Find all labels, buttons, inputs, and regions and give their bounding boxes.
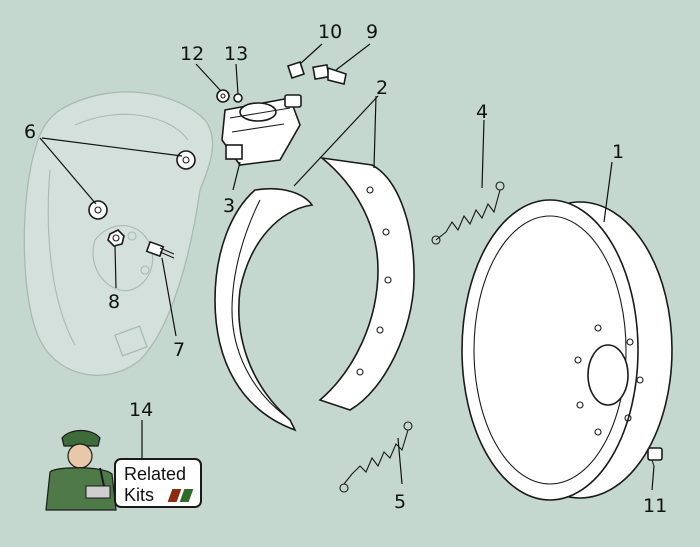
callout-2[interactable]: 2 bbox=[376, 77, 388, 99]
kits-stripe-green bbox=[179, 489, 194, 502]
callout-1[interactable]: 1 bbox=[612, 141, 624, 163]
bleed-screw bbox=[312, 63, 347, 85]
related-kits-button[interactable]: Related Kits bbox=[114, 458, 202, 508]
return-spring-upper bbox=[431, 181, 505, 245]
callout-12[interactable]: 12 bbox=[180, 43, 204, 65]
callout-6[interactable]: 6 bbox=[24, 121, 36, 143]
callout-8[interactable]: 8 bbox=[108, 291, 120, 313]
related-kits-line2: Kits bbox=[124, 485, 155, 505]
callout-7[interactable]: 7 bbox=[173, 339, 185, 361]
bleed-cap bbox=[286, 60, 306, 80]
mechanic-mascot bbox=[45, 429, 117, 511]
washer-nut-12 bbox=[216, 89, 230, 103]
callout-10[interactable]: 10 bbox=[318, 21, 342, 43]
callout-11[interactable]: 11 bbox=[643, 495, 667, 517]
adjuster-cam-upper bbox=[176, 150, 196, 170]
nut-part bbox=[107, 229, 125, 247]
related-kits-line1: Related bbox=[124, 464, 187, 484]
callout-5[interactable]: 5 bbox=[394, 491, 406, 513]
wheel-cylinder bbox=[221, 94, 302, 166]
callout-14[interactable]: 14 bbox=[129, 399, 153, 421]
callout-13[interactable]: 13 bbox=[224, 43, 248, 65]
brake-drum bbox=[461, 199, 673, 501]
brake-shoe-web bbox=[318, 156, 415, 411]
brake-shoe-lining bbox=[214, 187, 314, 432]
bolt-part bbox=[145, 240, 175, 259]
washer-13 bbox=[233, 93, 243, 103]
callout-9[interactable]: 9 bbox=[366, 21, 378, 43]
leader-lines bbox=[39, 43, 655, 491]
callout-3[interactable]: 3 bbox=[223, 195, 235, 217]
return-spring-lower bbox=[339, 421, 413, 493]
drum-screw bbox=[647, 447, 663, 467]
adjuster-cam-lower bbox=[88, 200, 108, 220]
callout-4[interactable]: 4 bbox=[476, 101, 488, 123]
